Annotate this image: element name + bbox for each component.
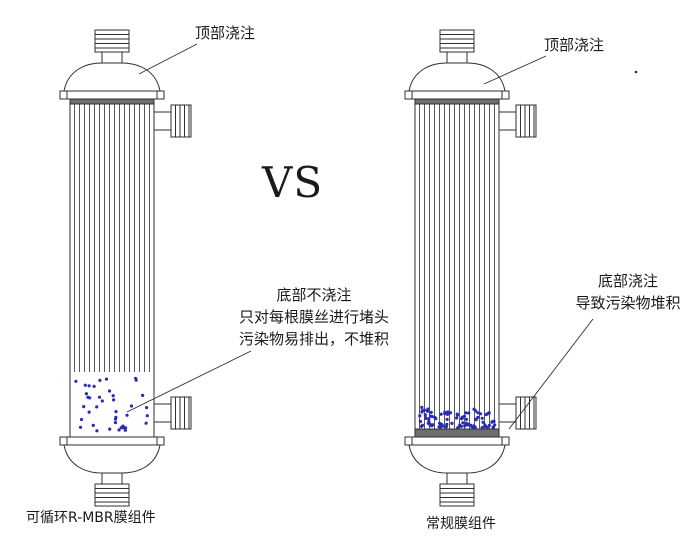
right-top-flange	[404, 90, 510, 100]
left-bottom-fitting	[94, 472, 130, 507]
right-bottom-flange-bolts	[411, 437, 503, 445]
left-module	[59, 29, 192, 507]
vs-label: VS	[262, 158, 324, 207]
right-contaminant-dots	[418, 405, 497, 430]
right-top-flange-bolts	[411, 91, 503, 99]
right-bottom-side-port	[498, 396, 537, 430]
right-fibers	[419, 104, 495, 429]
right-top-dome	[408, 62, 506, 92]
left-module-caption: 可循环R-MBR膜组件	[26, 510, 156, 526]
right-bottom-annotation: 底部浇注 导致污染物堆积	[566, 270, 690, 314]
annotation-line: 污染物易排出，不堆积	[238, 330, 389, 348]
left-bottom-side-port	[153, 396, 192, 430]
right-top-side-port	[498, 104, 537, 138]
right-top-potting-band	[414, 98, 500, 105]
left-bottom-flange	[59, 436, 165, 446]
left-contaminant-dots	[74, 376, 149, 433]
right-body	[414, 98, 500, 438]
left-body	[69, 98, 155, 438]
left-top-flange	[59, 90, 165, 100]
left-fibers	[74, 104, 150, 372]
left-top-side-port	[153, 104, 192, 138]
right-module-caption: 常规膜组件	[426, 516, 496, 532]
leader-left-annotation	[126, 350, 252, 413]
leader-top-left	[138, 43, 198, 75]
left-top-flange-bolts	[66, 91, 158, 99]
left-top-pour-label: 顶部浇注	[195, 24, 256, 42]
right-bottom-fitting	[439, 472, 475, 507]
leader-top-right	[483, 55, 547, 85]
left-top-potting-band	[69, 98, 155, 105]
right-bottom-dome	[408, 444, 506, 474]
left-top-fitting	[94, 29, 130, 64]
annotation-line: 底部不浇注	[276, 286, 352, 304]
right-module	[404, 29, 537, 507]
left-top-dome	[63, 62, 161, 92]
annotation-line: 只对每根膜丝进行堵头	[238, 308, 389, 326]
leader-right-annotation	[508, 318, 594, 430]
right-bottom-flange	[404, 436, 510, 446]
left-bottom-flange-bolts	[66, 437, 158, 445]
leader-lines	[126, 43, 594, 430]
right-top-pour-label: 顶部浇注	[544, 36, 605, 54]
stray-mark	[634, 70, 638, 74]
annotation-line: 导致污染物堆积	[575, 294, 681, 312]
right-top-fitting	[439, 29, 475, 64]
left-bottom-annotation: 底部不浇注 只对每根膜丝进行堵头 污染物易排出，不堆积	[226, 284, 402, 350]
annotation-line: 底部浇注	[597, 272, 658, 290]
right-bottom-potting-band	[414, 428, 500, 438]
left-bottom-dome	[63, 444, 161, 474]
